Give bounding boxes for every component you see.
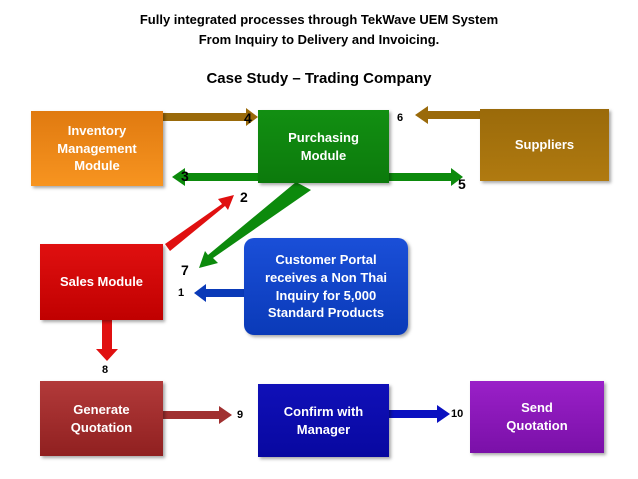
suppliers-box: Suppliers — [480, 109, 609, 181]
purchasing-label: Purchasing Module — [288, 129, 359, 163]
purchasing-module: Purchasing Module — [258, 110, 389, 183]
step-9-label: 9 — [237, 409, 244, 421]
header-line-2: From Inquiry to Delivery and Invoicing. — [198, 32, 440, 47]
confirm-label: Confirm with Manager — [283, 403, 364, 437]
confirm-with-manager-box: Confirm with Manager — [258, 384, 389, 457]
step-8-label: 8 — [102, 364, 109, 376]
send-label: Send Quotation — [506, 400, 568, 433]
arrow-1 — [194, 284, 244, 302]
case-study-title: Case Study – Trading Company — [206, 70, 432, 87]
arrow-10 — [389, 405, 450, 423]
generate-label: Generate Quotation — [70, 401, 133, 435]
arrow-9 — [163, 406, 232, 424]
sales-module: Sales Module — [40, 244, 163, 320]
arrow-7 — [199, 182, 311, 268]
portal-label: Customer Portal receives a Non Thai Inqu… — [264, 252, 388, 321]
inventory-management-module: Inventory Management Module — [31, 111, 163, 186]
arrow-8 — [96, 320, 118, 361]
arrow-4 — [163, 108, 258, 126]
arrow-2 — [165, 195, 234, 251]
inventory-label: Inventory Management Module — [57, 123, 137, 174]
step-7-label: 7 — [181, 262, 189, 278]
generate-quotation-box: Generate Quotation — [40, 381, 163, 456]
arrow-6 — [415, 106, 480, 124]
send-quotation-box: Send Quotation — [470, 381, 604, 453]
sales-label: Sales Module — [59, 274, 144, 290]
step-4-label: 4 — [244, 110, 252, 126]
step-6-label: 6 — [397, 112, 404, 124]
step-10-label: 10 — [451, 408, 464, 420]
customer-portal-box: Customer Portal receives a Non Thai Inqu… — [244, 238, 408, 335]
suppliers-label: Suppliers — [514, 137, 575, 153]
step-1-label: 1 — [178, 287, 185, 299]
header-line-1: Fully integrated processes through TekWa… — [139, 12, 499, 27]
step-2-label: 2 — [240, 189, 248, 205]
step-3-label: 3 — [181, 168, 189, 184]
step-5-label: 5 — [458, 176, 466, 192]
